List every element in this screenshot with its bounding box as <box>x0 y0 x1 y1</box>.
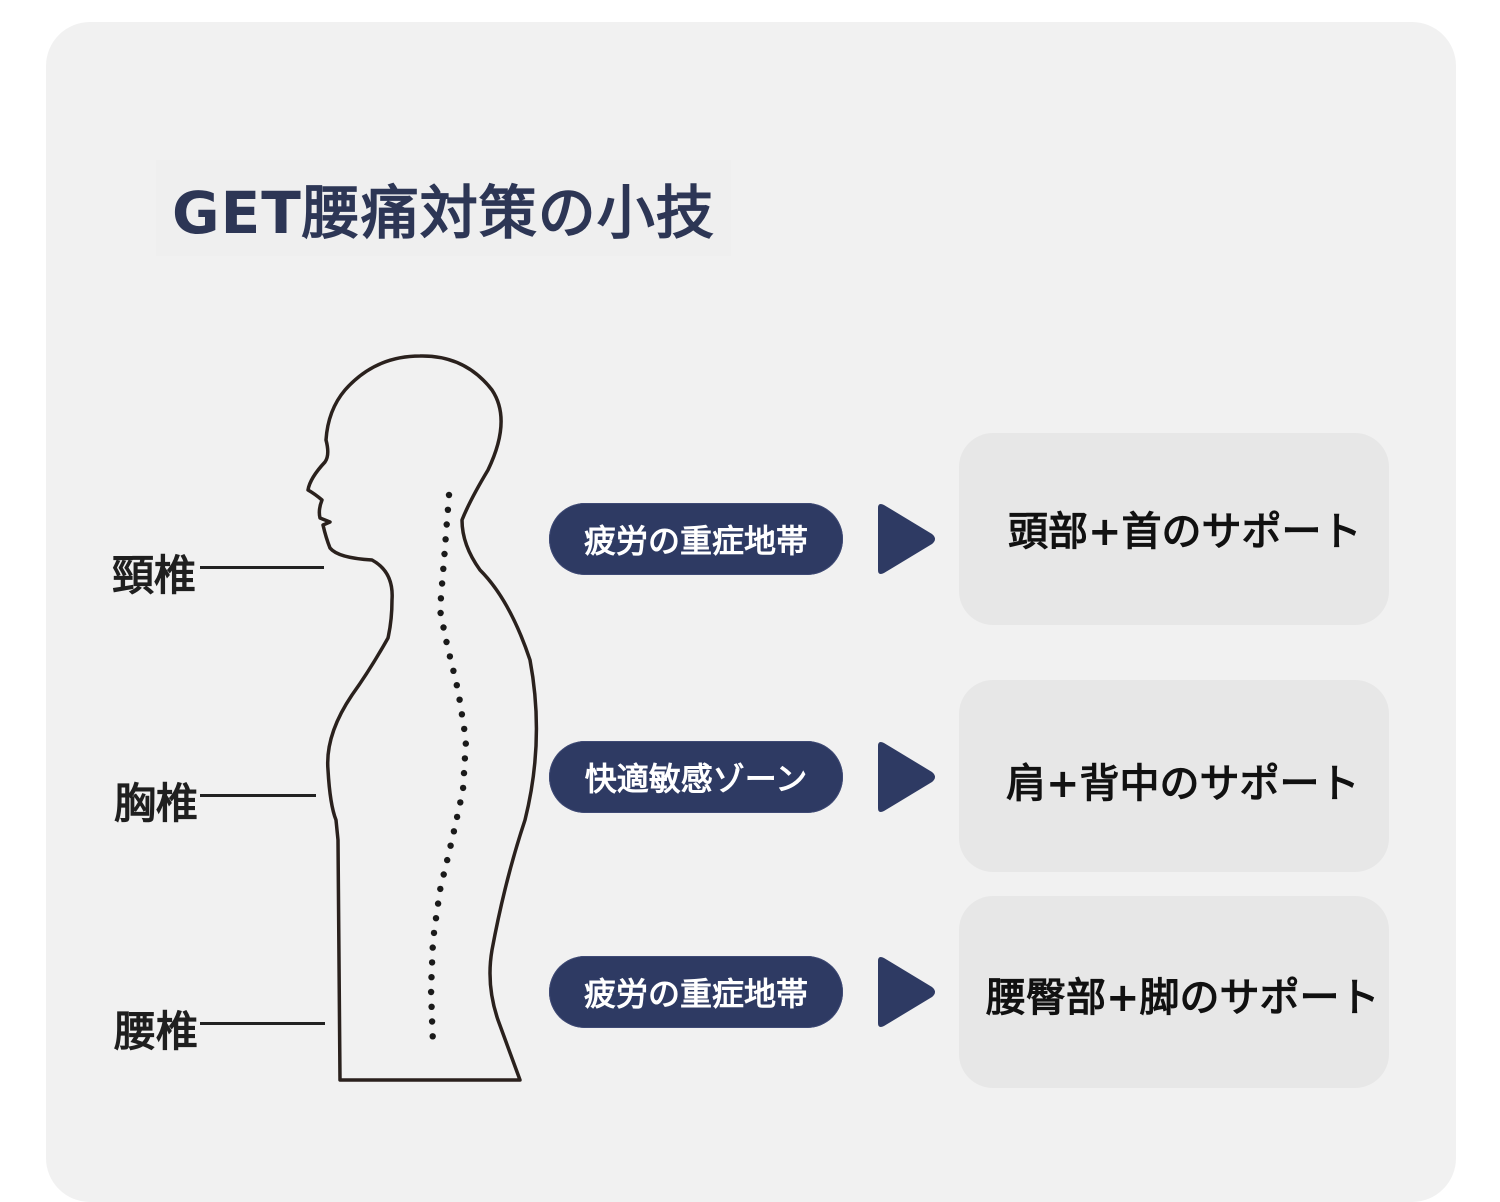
support-text-head-neck: 頭部+首のサポート <box>1008 509 1362 555</box>
zone-badge-fatigue-lower: 疲労の重症地帯 <box>549 956 843 1028</box>
zone-badge-fatigue-upper: 疲労の重症地帯 <box>549 503 843 575</box>
leader-line-thoracic <box>200 794 316 797</box>
play-arrow-icon <box>878 504 935 574</box>
play-arrow-icon <box>878 957 935 1027</box>
support-box-head-neck <box>959 433 1389 625</box>
zone-badge-label: 疲労の重症地帯 <box>583 522 808 560</box>
leader-line-cervical <box>200 566 324 569</box>
spine-label-lumbar: 腰椎 <box>114 1007 199 1056</box>
play-arrow-icon <box>878 742 935 812</box>
spine-label-cervical: 頸椎 <box>112 551 197 600</box>
support-box-shoulder-back <box>959 680 1389 872</box>
zone-badge-label: 快適敏感ゾーン <box>584 760 808 798</box>
zone-badge-comfort: 快適敏感ゾーン <box>549 741 843 813</box>
leader-line-lumbar <box>200 1022 325 1025</box>
support-box-hip-leg <box>959 896 1389 1088</box>
page-title: GET腰痛対策の小技 <box>156 160 731 256</box>
spine-label-thoracic: 胸椎 <box>114 779 199 828</box>
zone-badge-label: 疲労の重症地帯 <box>583 975 808 1013</box>
support-text-shoulder-back: 肩+背中のサポート <box>1006 761 1360 807</box>
support-text-hip-leg: 腰臀部+脚のサポート <box>986 975 1380 1021</box>
